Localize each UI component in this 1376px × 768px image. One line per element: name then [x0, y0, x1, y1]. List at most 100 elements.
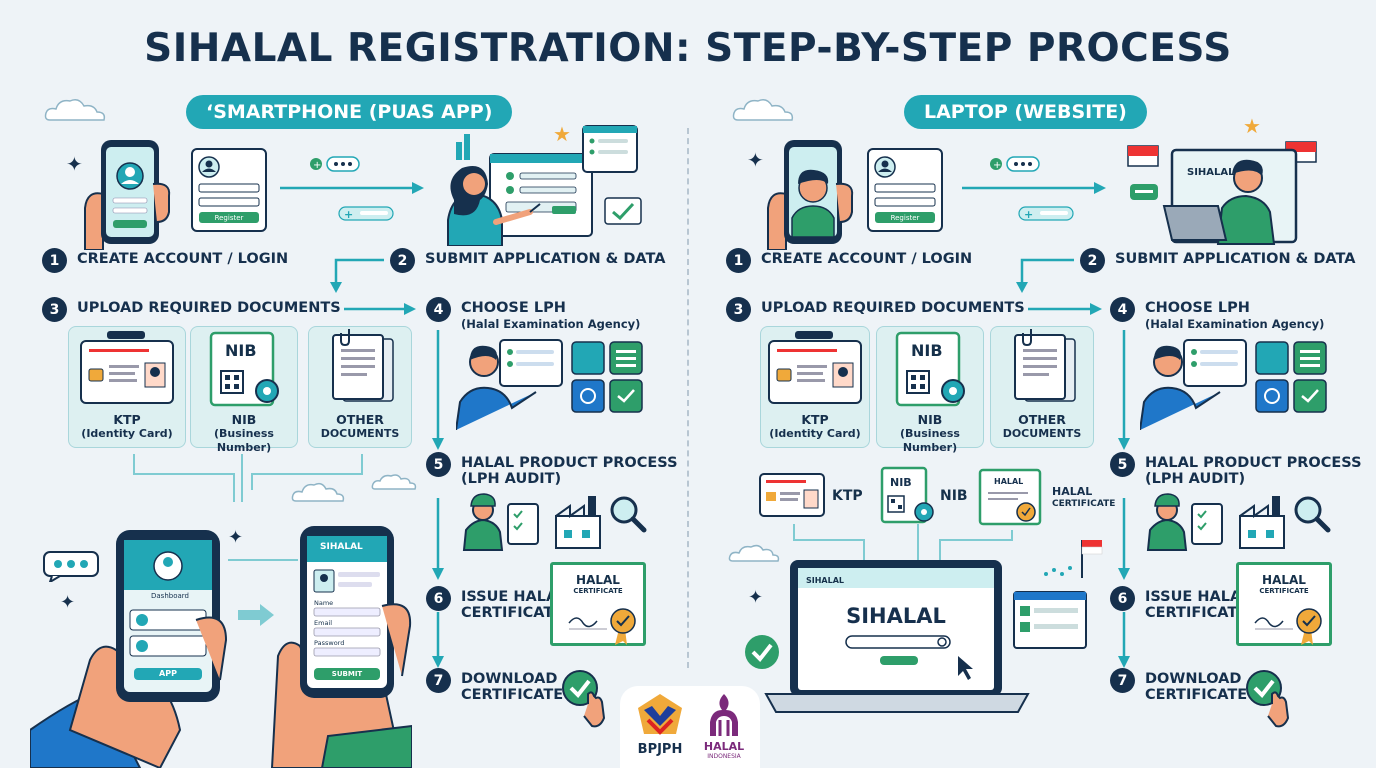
step-number: 4 — [426, 297, 451, 322]
doc-sublabel: (Identity Card) — [769, 427, 861, 440]
audit-illustration — [462, 493, 647, 551]
halal-logo-label: HALAL — [703, 740, 745, 753]
doc-sublabel: (Business Number) — [214, 427, 274, 454]
ktp-doc-card: KTP(Identity Card) — [68, 326, 186, 448]
page-title: SIHALAL REGISTRATION: STEP-BY-STEP PROCE… — [144, 26, 1232, 71]
flow-arrow — [1028, 303, 1102, 315]
certificate-subtitle: CERTIFICATE — [573, 587, 623, 595]
cloud-icon — [291, 482, 345, 502]
step-number: 7 — [1110, 668, 1135, 693]
submit-application-illustration — [447, 125, 642, 246]
phone-form-title: SIHALAL — [320, 542, 363, 552]
app-button[interactable]: APP — [159, 669, 177, 678]
chat-bubble-icon: + — [310, 156, 360, 172]
form-name-label: Name — [314, 599, 334, 607]
flow-arrow — [344, 303, 416, 315]
mini-nib-card: NIB — [880, 466, 934, 524]
doc-label: OTHER — [1018, 412, 1066, 427]
progress-pill-icon: + — [338, 206, 394, 221]
doc-label: KTP — [113, 412, 141, 427]
step-sublabel: CERTIFICATE — [461, 605, 564, 621]
step-sublabel: CERTIFICATE — [461, 687, 564, 703]
nib-badge: NIB — [911, 341, 943, 360]
flow-arrow — [238, 604, 274, 626]
cloud-icon — [732, 99, 794, 121]
form-email-label: Email — [314, 619, 333, 627]
step-label: HALAL PRODUCT PROCESS — [1145, 455, 1362, 471]
section-header-smartphone: ‘SMARTPHONE (PUAS APP) — [186, 95, 513, 129]
doc-sublabel: (Business Number) — [900, 427, 960, 454]
flow-arrow — [280, 182, 424, 194]
doc-sublabel: DOCUMENTS — [320, 427, 400, 440]
doc-sublabel: DOCUMENTS — [1002, 427, 1082, 440]
register-label: Register — [890, 214, 920, 222]
step-sublabel: CERTIFICATE — [1145, 687, 1248, 703]
submit-button[interactable]: SUBMIT — [331, 670, 363, 678]
chat-bubble-icon: + — [990, 156, 1040, 172]
flag-icon — [1044, 540, 1103, 578]
step-label: CREATE ACCOUNT / LOGIN — [761, 251, 973, 267]
flow-arrow — [330, 258, 384, 293]
step-label: ISSUE HALAL — [461, 589, 567, 605]
check-circle-icon — [745, 635, 779, 669]
step-label: CREATE ACCOUNT / LOGIN — [77, 251, 289, 267]
step-sublabel: (Halal Examination Agency) — [1145, 317, 1325, 331]
download-check-icon[interactable] — [1244, 668, 1294, 730]
nib-doc-card: NIB NIB(Business Number) — [876, 326, 984, 454]
hand-phone-form — [270, 526, 412, 768]
step-label: SUBMIT APPLICATION & DATA — [1115, 251, 1356, 267]
section-divider — [687, 128, 689, 668]
choose-lph-illustration — [456, 339, 643, 430]
right-step-1: 1 CREATE ACCOUNT / LOGIN — [726, 248, 972, 273]
step-label: UPLOAD REQUIRED DOCUMENTS — [77, 300, 341, 316]
step-number: 3 — [726, 297, 751, 322]
star-icon: ★ — [1243, 114, 1261, 138]
flow-arrow-vertical — [1118, 330, 1130, 668]
web-form-window — [1013, 591, 1087, 649]
nib-badge: NIB — [225, 341, 257, 360]
mini-ktp-card — [759, 473, 825, 517]
mini-certificate: HALAL — [978, 468, 1042, 526]
step-label: CHOOSE LPH — [461, 300, 566, 316]
halal-indonesia-logo — [710, 694, 738, 736]
step-number: 6 — [1110, 586, 1135, 611]
login-card: Register — [867, 148, 943, 232]
step-label: CHOOSE LPH — [1145, 300, 1250, 316]
register-label: Register — [214, 214, 244, 222]
step-number: 4 — [1110, 297, 1135, 322]
svg-text:+: + — [993, 160, 1001, 171]
sparkle-icon: ✦ — [66, 152, 83, 176]
svg-text:NIB: NIB — [890, 476, 912, 489]
phone-login-illustration — [84, 140, 171, 250]
right-step-2: 2 SUBMIT APPLICATION & DATA — [1080, 248, 1356, 273]
hand-phone-dashboard — [30, 530, 228, 768]
sparkle-icon: ✦ — [228, 527, 244, 548]
form-password-label: Password — [314, 639, 345, 647]
sparkle-icon: ✦ — [60, 592, 76, 613]
bpjph-logo — [638, 694, 682, 735]
laptop-brand: SIHALAL — [846, 604, 946, 628]
step-label: ISSUE HALAL — [1145, 589, 1251, 605]
download-check-icon[interactable] — [560, 668, 610, 730]
svg-text:+: + — [313, 160, 321, 171]
doc-label: NIB — [917, 412, 943, 427]
step-sublabel: CERTIFICATE — [1145, 605, 1248, 621]
cloud-icon — [44, 99, 106, 121]
left-step-5: 5 HALAL PRODUCT PROCESS(LPH AUDIT) — [426, 452, 678, 487]
doc-label: OTHER — [336, 412, 384, 427]
step-label: SUBMIT APPLICATION & DATA — [425, 251, 666, 267]
right-step-3: 3 UPLOAD REQUIRED DOCUMENTS — [726, 297, 1025, 322]
section-header-laptop: LAPTOP (WEBSITE) — [904, 95, 1147, 129]
sparkle-icon: ✦ — [747, 148, 764, 172]
sparkle-icon: ✦ — [748, 587, 764, 608]
left-step-4: 4 CHOOSE LPH(Halal Examination Agency) — [426, 297, 640, 332]
svg-text:+: + — [344, 208, 353, 221]
star-icon: ★ — [553, 122, 571, 146]
